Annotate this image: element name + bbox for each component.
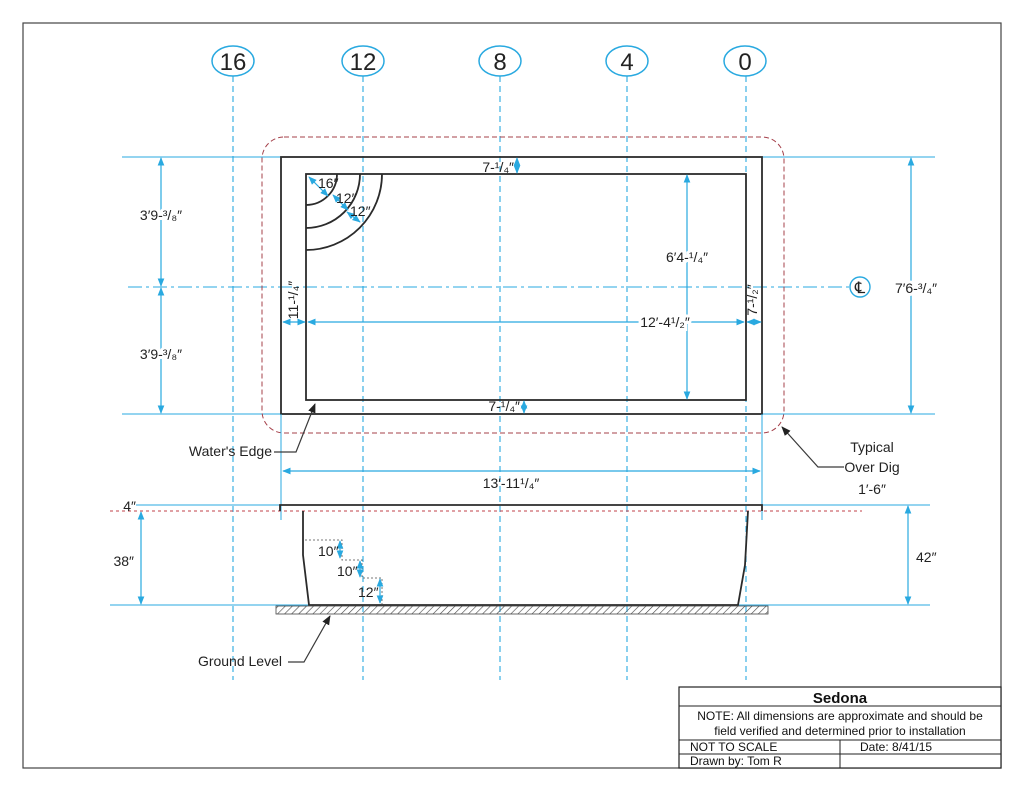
leader-waters-edge	[274, 403, 316, 453]
grid-bubble-12	[341, 45, 385, 77]
over-dig-outline	[261, 136, 785, 434]
label-waters-edge: Water's Edge	[189, 443, 272, 459]
ground-hatch	[275, 605, 769, 615]
label-over-dig-2: Over Dig	[844, 459, 899, 475]
title-block-date: Date: 8/41/15	[860, 740, 932, 754]
title-block-scale: NOT TO SCALE	[690, 740, 777, 754]
dim-overall-length: 13′-11¹/₄″	[483, 475, 540, 491]
leader-over-dig	[781, 426, 844, 468]
dim-half-width-bottom: 3′9-³/₈″	[140, 346, 182, 362]
dim-coping: 4″	[123, 498, 136, 514]
label-over-dig-3: 1′-6″	[858, 481, 886, 497]
title-block-drawn-by: Drawn by: Tom R	[690, 754, 782, 768]
pool-coping	[279, 504, 763, 511]
label-over-dig-1: Typical	[850, 439, 894, 455]
dim-riser-2: 10″	[337, 563, 358, 579]
title-block	[678, 686, 1002, 769]
dim-depth-deep: 42″	[916, 549, 937, 565]
title-block-note-1: NOTE: All dimensions are approximate and…	[697, 709, 983, 723]
dim-left-wall: 11-¹/₄″	[285, 281, 301, 319]
dim-step-12b: 12″	[350, 203, 371, 219]
pool-inner-outline	[305, 173, 747, 401]
grid-bubble-16	[211, 45, 255, 77]
grid-bubble-label: 8	[493, 49, 506, 76]
dim-right-wall: 7-¹/₂″	[744, 284, 760, 315]
pool-section-outline	[302, 510, 749, 606]
centerline-symbol-circle	[849, 276, 871, 298]
grid-bubble-label: 16	[220, 49, 247, 76]
grid-bubbles: 16 12 8 4 0	[211, 45, 767, 77]
grid-bubble-4	[605, 45, 649, 77]
dim-depth-shallow: 38″	[113, 553, 134, 569]
grid-bubble-0	[723, 45, 767, 77]
pool-outer-outline	[280, 156, 763, 415]
section-steps	[305, 539, 384, 604]
title-block-title: Sedona	[813, 690, 868, 707]
grid-bubble-label: 4	[620, 49, 633, 76]
label-ground-level: Ground Level	[198, 653, 282, 669]
dim-overall-width: 7′6-³/₄″	[895, 280, 937, 296]
dim-step-12a: 12″	[336, 190, 357, 206]
grid-bubble-label: 0	[738, 49, 751, 76]
dim-end-wall-bottom: 7-¹/₄″	[488, 398, 520, 414]
sheet-border	[22, 22, 1002, 769]
dim-half-width-top: 3′9-³/₈″	[140, 207, 182, 223]
dim-inner-width: 6′4-¹/₄″	[666, 249, 708, 265]
grid-bubble-label: 12	[350, 49, 377, 76]
dim-riser-3: 12″	[358, 584, 379, 600]
centerline-symbol: ℄	[854, 280, 866, 297]
dim-step-16: 16″	[318, 175, 339, 191]
dim-end-wall-top: 7-¹/₄″	[482, 159, 514, 175]
dim-riser-1: 10″	[318, 543, 339, 559]
title-block-note-2: field verified and determined prior to i…	[714, 724, 965, 738]
grid-bubble-8	[478, 45, 522, 77]
leader-ground-level	[288, 615, 331, 663]
dim-inner-length: 12′-4¹/₂″	[640, 314, 690, 330]
corner-steps	[305, 173, 383, 251]
